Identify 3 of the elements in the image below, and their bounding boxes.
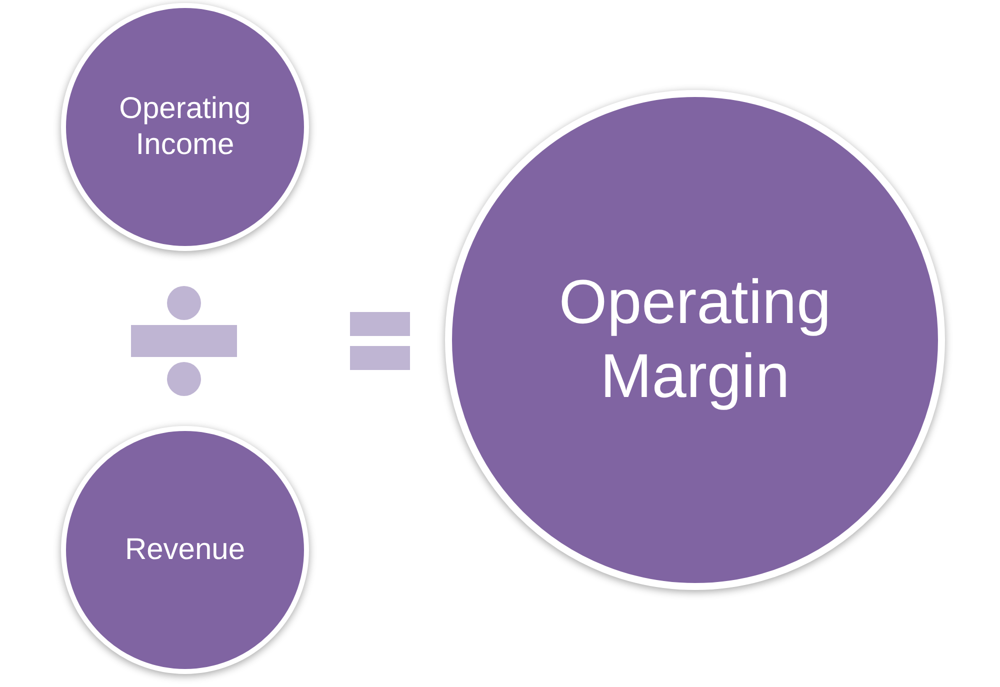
node-label: Revenue	[124, 532, 246, 568]
node-label: Operating Income	[118, 91, 252, 163]
node-label: Operating Margin	[558, 266, 832, 413]
